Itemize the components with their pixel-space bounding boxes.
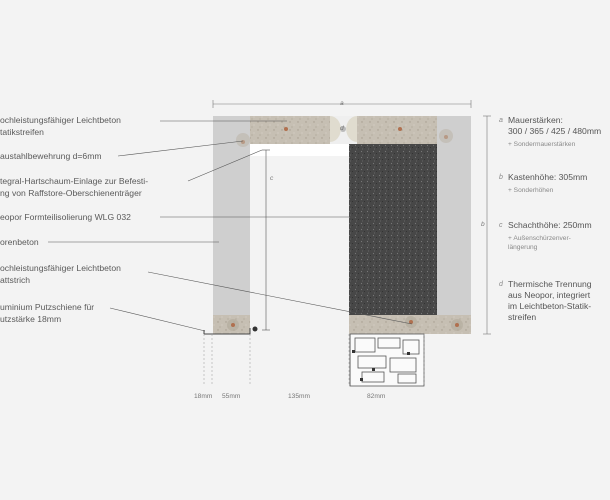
left-pore-concrete-wall [213,116,250,334]
spec-main-text: Thermische Trennung aus Neopor, integrie… [508,279,592,322]
callout-text-line: eopor Formteilisolierung WLG 032 [0,212,131,222]
spec-letter-a: a [499,117,503,124]
spec-thermal-separation: Thermische Trennung aus Neopor, integrie… [508,279,610,323]
dim-18mm: 18mm [194,393,213,400]
dim-82mm: 82mm [367,393,386,400]
spec-sub-text: + Sonderhöhen [508,187,554,194]
callout-text-line: ochleistungsfähiger Leichtbeton [0,263,121,273]
dim-135mm: 135mm [288,393,310,400]
spec-main-text: Kastenhöhe: 305mm [508,172,588,182]
hartschaum-insert [250,144,349,156]
callout-text-line: austahlbewehrung d=6mm [0,151,102,161]
bottom-dimension-guides [203,334,425,384]
spec-shaft-height: Schachthöhe: 250mm + Außenschürzenver- l… [508,220,610,252]
callout-statik-strip: ochleistungsfähiger Leichtbeton tatikstr… [0,114,121,138]
callout-rebar: austahlbewehrung d=6mm [0,150,102,162]
callout-text-line: tatikstreifen [0,127,44,137]
dimension-c [262,149,270,331]
callout-text-line: utzstärke 18mm [0,314,62,324]
callout-text-line: orenbeton [0,237,39,247]
callout-text-line: ng von Raffstore-Oberschienenträger [0,188,142,198]
shaft-cavity [250,144,349,334]
dim-label-b: b [481,221,485,228]
right-pore-concrete-wall [437,116,471,334]
dim-label-d: d [340,125,344,132]
callout-text-line: uminium Putzschiene für [0,302,95,312]
dimension-b [483,115,491,335]
spec-letter-d: d [499,281,503,288]
callout-text-line: attstrich [0,275,31,285]
spec-main-text: Schachthöhe: 250mm [508,220,592,230]
callout-plaster-rail: uminium Putzschiene für utzstärke 18mm [0,301,94,325]
spec-sub-text: + Außenschürzenver- längerung [508,235,571,251]
spec-letter-c: c [499,222,503,229]
dimension-a [212,100,472,108]
callout-leader-lines [48,120,413,332]
spec-main-text: Mauerstärken: 300 / 365 / 425 / 480mm [508,115,602,136]
callout-neopor: eopor Formteilisolierung WLG 032 [0,211,131,223]
dim-label-c: c [270,175,274,182]
callout-text-line: tegral-Hartschaum-Einlage zur Befesti- [0,176,149,186]
spec-letter-b: b [499,174,503,181]
spec-box-height: Kastenhöhe: 305mm + Sonderhöhen [508,172,610,195]
callout-pore-concrete: orenbeton [0,236,39,248]
callout-hartschaum: tegral-Hartschaum-Einlage zur Befesti- n… [0,175,148,199]
dim-label-a: a [340,100,344,107]
spec-wall-thickness: Mauerstärken: 300 / 365 / 425 / 480mm + … [508,115,610,149]
spec-sub-text: + Sondermauerstärken [508,141,576,148]
callout-screed: ochleistungsfähiger Leichtbeton attstric… [0,262,121,286]
dim-55mm: 55mm [222,393,241,400]
callout-text-line: ochleistungsfähiger Leichtbeton [0,115,121,125]
neopor-insulation-block [349,144,437,315]
